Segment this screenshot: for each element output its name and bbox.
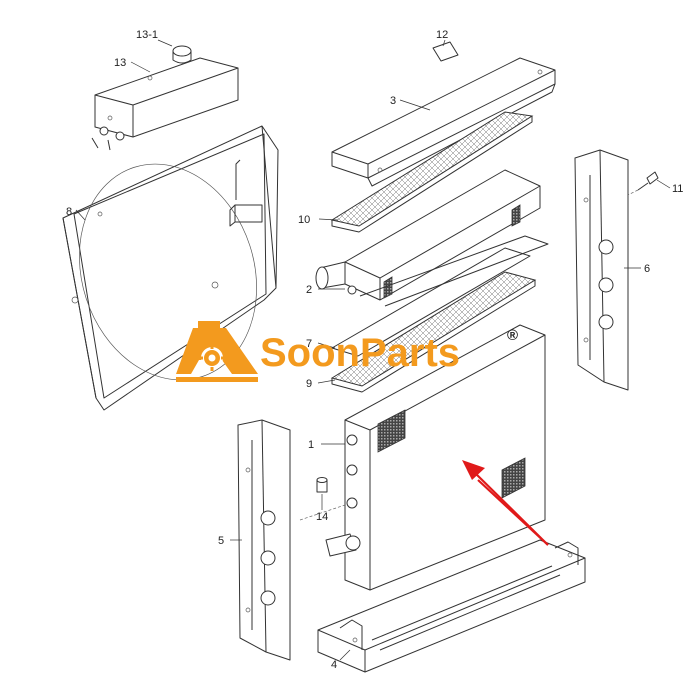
callout-6: 6 (644, 263, 650, 275)
label-plate (432, 41, 459, 62)
callout-13-1: 13-1 (136, 29, 158, 41)
right-side-bracket (574, 149, 629, 391)
registered-mark: ® (507, 327, 518, 344)
callout-12: 12 (436, 29, 448, 41)
oil-cooler (315, 169, 549, 307)
callout-3: 3 (390, 95, 396, 107)
brand-name: SoonParts (260, 331, 460, 375)
upper-mesh-screen (330, 111, 534, 233)
radiator (299, 324, 546, 591)
bottom-bracket (317, 539, 586, 673)
callout-14: 14 (316, 511, 328, 523)
red-direction-arrow (462, 460, 549, 546)
callout-5: 5 (218, 535, 224, 547)
soonparts-watermark: SoonParts ® (176, 321, 518, 382)
left-side-bracket (237, 419, 291, 661)
expansion-tank (91, 45, 239, 151)
soonparts-logo-icon (176, 321, 258, 382)
drain-plug (316, 477, 328, 493)
callout-7: 7 (306, 338, 312, 350)
callout-8: 8 (66, 206, 72, 218)
fan-shroud (62, 125, 279, 411)
callout-1: 1 (308, 439, 314, 451)
callout-10: 10 (298, 214, 310, 226)
callout-2: 2 (306, 284, 312, 296)
leader-lines (75, 39, 671, 661)
callout-4: 4 (331, 659, 337, 671)
callout-labels: 13-1 13 12 3 8 11 10 6 2 7 9 1 14 5 4 (66, 29, 683, 671)
bolt (627, 171, 659, 196)
callout-9: 9 (306, 378, 312, 390)
lower-mesh-screen (330, 247, 537, 393)
callout-11: 11 (672, 183, 683, 195)
callout-13: 13 (114, 57, 126, 69)
